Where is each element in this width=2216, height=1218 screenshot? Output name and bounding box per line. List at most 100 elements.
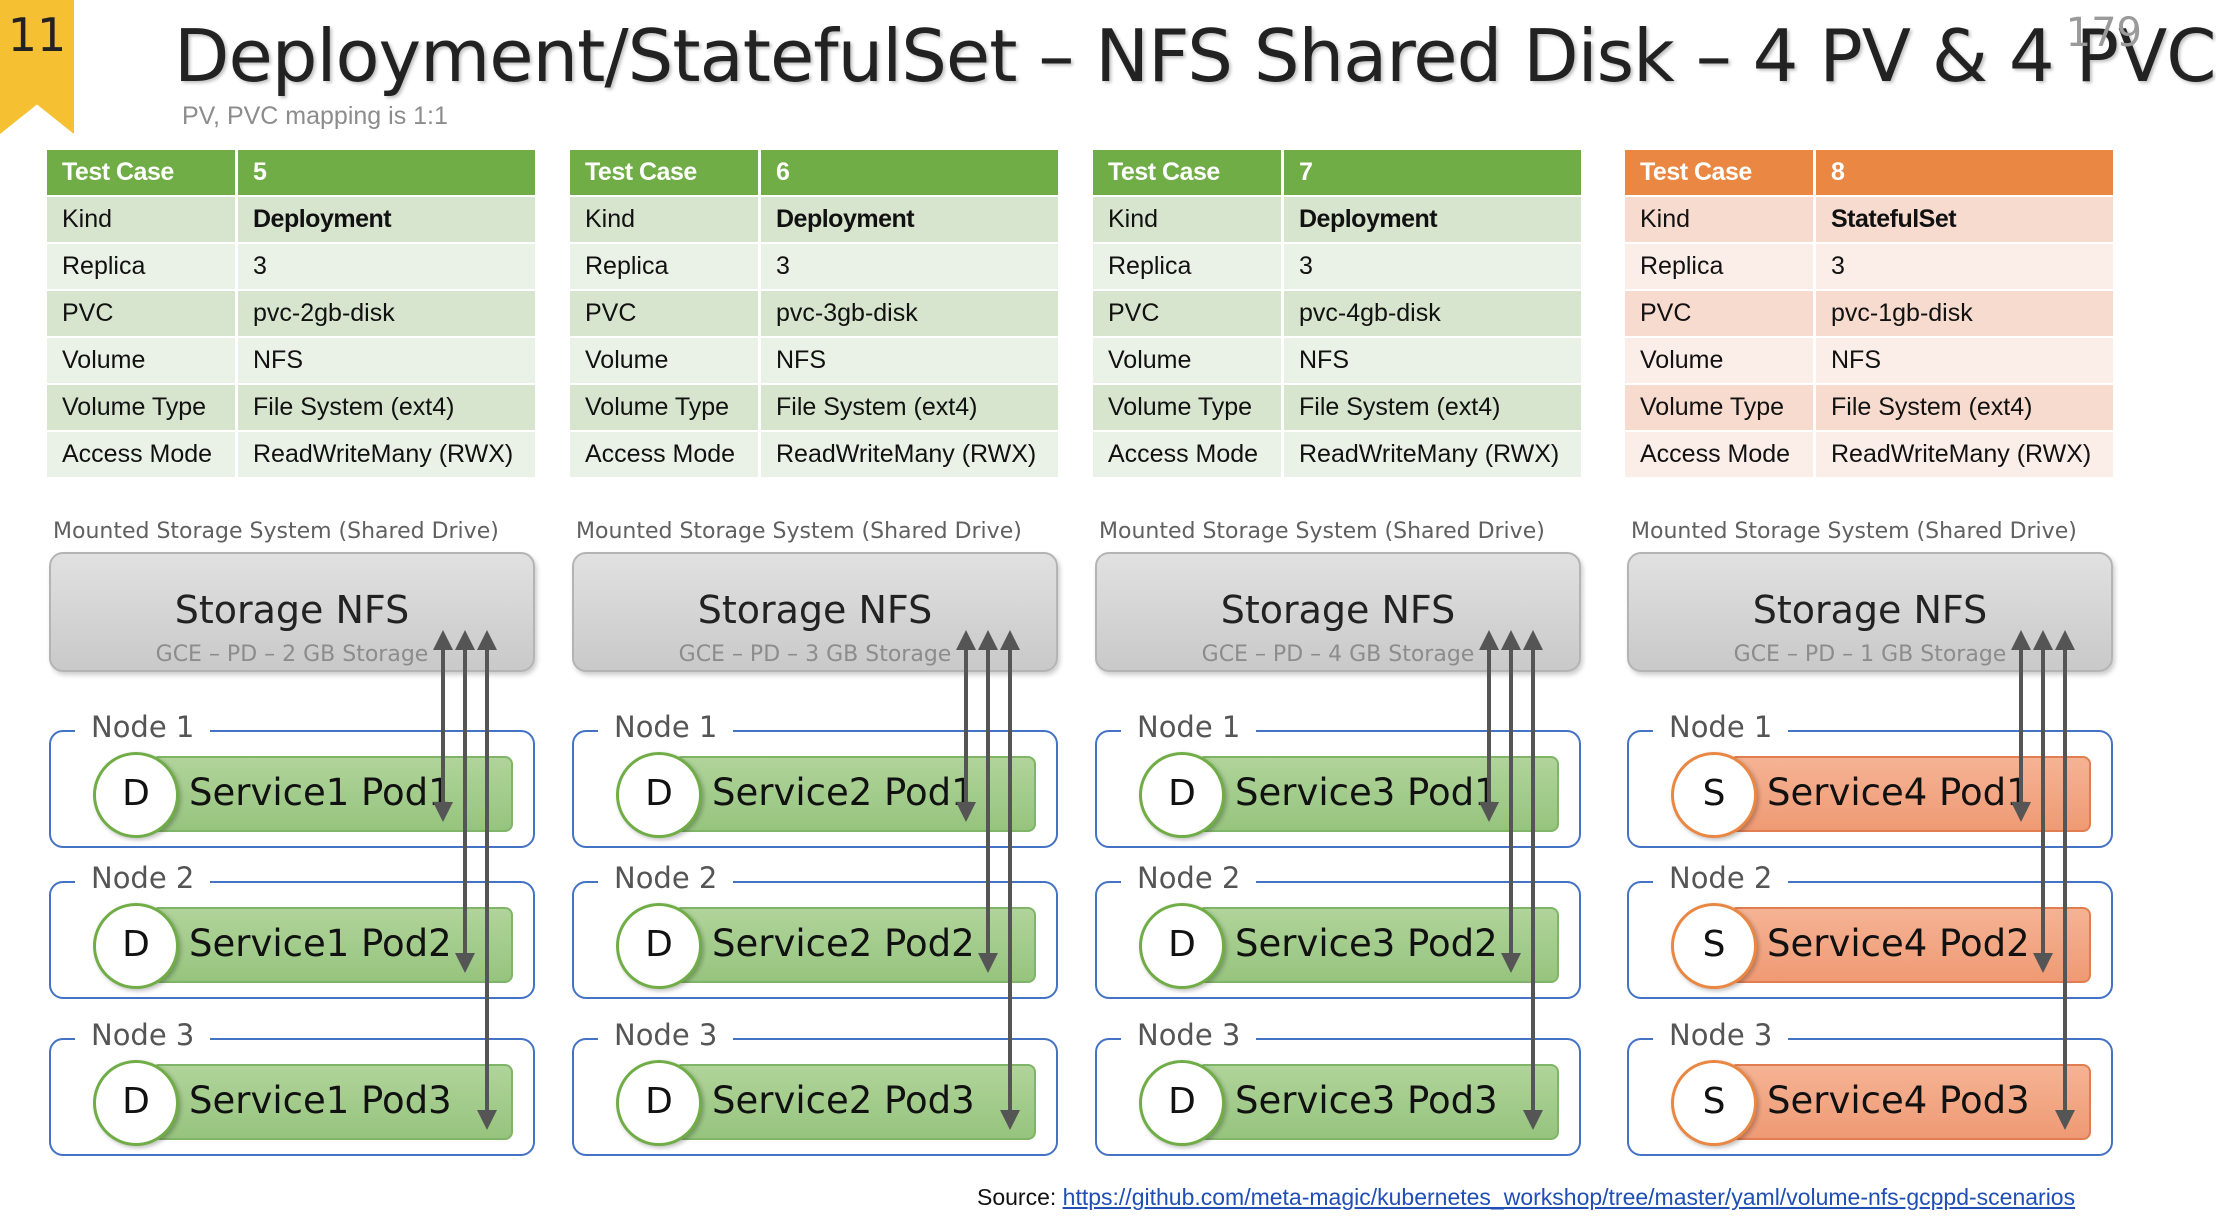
node-label: Node 3: [1121, 1018, 1257, 1052]
pod-label: Service2 Pod1: [712, 771, 975, 814]
table-cell-value: Deployment: [1284, 197, 1581, 242]
source-link[interactable]: https://github.com/meta-magic/kubernetes…: [1062, 1184, 2076, 1210]
kind-letter: D: [122, 773, 150, 814]
table-cell-label: Volume: [1625, 338, 1816, 383]
statefulset-kind-icon: S: [1671, 903, 1757, 989]
kind-letter: S: [1702, 924, 1726, 965]
table-cell-label: Volume: [47, 338, 238, 383]
table-row: Volume NFS: [47, 338, 535, 383]
kind-letter: S: [1702, 1081, 1726, 1122]
pod-label: Service4 Pod1: [1767, 771, 2030, 814]
node-label: Node 2: [75, 861, 211, 895]
mount-arrows: [433, 630, 497, 1130]
pod-label: Service1 Pod3: [189, 1079, 452, 1122]
table-row: Replica 3: [1625, 244, 2113, 289]
table-cell-label: Kind: [1093, 197, 1284, 242]
table-cell-value: File System (ext4): [238, 385, 535, 430]
storage-nfs-box: Storage NFS GCE – PD – 3 GB Storage: [572, 552, 1058, 672]
pod-label: Service4 Pod3: [1767, 1079, 2030, 1122]
test-case-column: Test Case 5 Kind Deployment Replica 3 PV…: [47, 148, 537, 1156]
deployment-kind-icon: D: [1139, 903, 1225, 989]
page-subtitle: PV, PVC mapping is 1:1: [182, 102, 448, 130]
storage-subtitle: GCE – PD – 2 GB Storage: [155, 642, 429, 667]
node-label: Node 3: [75, 1018, 211, 1052]
pod-label: Service3 Pod3: [1235, 1079, 1498, 1122]
table-row: Volume Type File System (ext4): [47, 385, 535, 430]
node-box: Node 1 Service2 Pod1 D: [572, 710, 1058, 848]
table-row: Volume NFS: [1625, 338, 2113, 383]
table-cell-value: 3: [761, 244, 1058, 289]
table-cell-value: 8: [1816, 150, 2113, 195]
table-cell-label: Replica: [47, 244, 238, 289]
table-header-row: Test Case 7: [1093, 150, 1581, 195]
table-cell-label: Test Case: [1093, 150, 1284, 195]
table-cell-label: PVC: [1625, 291, 1816, 336]
kind-letter: D: [645, 1081, 673, 1122]
table-cell-label: Access Mode: [1093, 432, 1284, 477]
table-cell-value: 3: [238, 244, 535, 289]
kind-letter: D: [122, 1081, 150, 1122]
mount-arrows: [2011, 630, 2075, 1130]
statefulset-kind-icon: S: [1671, 752, 1757, 838]
kind-letter: S: [1702, 773, 1726, 814]
table-row: Access Mode ReadWriteMany (RWX): [1093, 432, 1581, 477]
kind-letter: D: [1168, 1081, 1196, 1122]
table-cell-label: Test Case: [47, 150, 238, 195]
table-cell-label: Access Mode: [47, 432, 238, 477]
deployment-kind-icon: D: [1139, 752, 1225, 838]
node-box: Node 2 Service4 Pod2 S: [1627, 861, 2113, 999]
table-cell-value: Deployment: [761, 197, 1058, 242]
statefulset-kind-icon: S: [1671, 1060, 1757, 1146]
pod-box: Service4 Pod3: [1729, 1064, 2091, 1140]
table-row: PVC pvc-4gb-disk: [1093, 291, 1581, 336]
mount-arrows: [1479, 630, 1543, 1130]
mount-label: Mounted Storage System (Shared Drive): [1099, 519, 1545, 544]
table-cell-label: Volume Type: [1625, 385, 1816, 430]
pod-label: Service1 Pod1: [189, 771, 452, 814]
node-label: Node 2: [1653, 861, 1789, 895]
test-case-column: Test Case 6 Kind Deployment Replica 3 PV…: [570, 148, 1060, 1156]
table-cell-label: PVC: [47, 291, 238, 336]
test-case-column: Test Case 7 Kind Deployment Replica 3 PV…: [1093, 148, 1583, 1156]
badge-number: 11: [7, 8, 67, 62]
table-cell-label: Replica: [570, 244, 761, 289]
table-row: PVC pvc-1gb-disk: [1625, 291, 2113, 336]
pod-box: Service1 Pod3: [151, 1064, 513, 1140]
pod-box: Service3 Pod2: [1197, 907, 1559, 983]
table-row: PVC pvc-2gb-disk: [47, 291, 535, 336]
table-row: Replica 3: [47, 244, 535, 289]
node-label: Node 2: [1121, 861, 1257, 895]
table-cell-label: Volume: [570, 338, 761, 383]
table-cell-value: 7: [1284, 150, 1581, 195]
table-cell-value: NFS: [1284, 338, 1581, 383]
table-row: PVC pvc-3gb-disk: [570, 291, 1058, 336]
mount-label: Mounted Storage System (Shared Drive): [1631, 519, 2077, 544]
storage-nfs-box: Storage NFS GCE – PD – 4 GB Storage: [1095, 552, 1581, 672]
pod-box: Service4 Pod2: [1729, 907, 2091, 983]
table-cell-label: Test Case: [1625, 150, 1816, 195]
table-row: Kind Deployment: [570, 197, 1058, 242]
table-cell-label: Kind: [570, 197, 761, 242]
node-label: Node 1: [1653, 710, 1789, 744]
table-row: Access Mode ReadWriteMany (RWX): [47, 432, 535, 477]
spec-table: Test Case 7 Kind Deployment Replica 3 PV…: [1093, 148, 1581, 479]
node-box: Node 3 Service4 Pod3 S: [1627, 1018, 2113, 1156]
table-header-row: Test Case 8: [1625, 150, 2113, 195]
deployment-kind-icon: D: [616, 752, 702, 838]
table-row: Volume Type File System (ext4): [1625, 385, 2113, 430]
mount-label: Mounted Storage System (Shared Drive): [576, 519, 1022, 544]
spec-table: Test Case 6 Kind Deployment Replica 3 PV…: [570, 148, 1058, 479]
table-cell-value: File System (ext4): [1284, 385, 1581, 430]
deployment-kind-icon: D: [616, 903, 702, 989]
table-cell-value: Deployment: [238, 197, 535, 242]
table-cell-label: Volume: [1093, 338, 1284, 383]
table-cell-value: NFS: [1816, 338, 2113, 383]
source-citation: Source: https://github.com/meta-magic/ku…: [977, 1184, 2075, 1211]
table-cell-label: Volume Type: [570, 385, 761, 430]
deployment-kind-icon: D: [1139, 1060, 1225, 1146]
pod-box: Service3 Pod3: [1197, 1064, 1559, 1140]
storage-title: Storage NFS: [174, 588, 410, 632]
pod-label: Service3 Pod1: [1235, 771, 1498, 814]
storage-subtitle: GCE – PD – 4 GB Storage: [1201, 642, 1475, 667]
page-title: Deployment/StatefulSet – NFS Shared Disk…: [174, 14, 2216, 98]
